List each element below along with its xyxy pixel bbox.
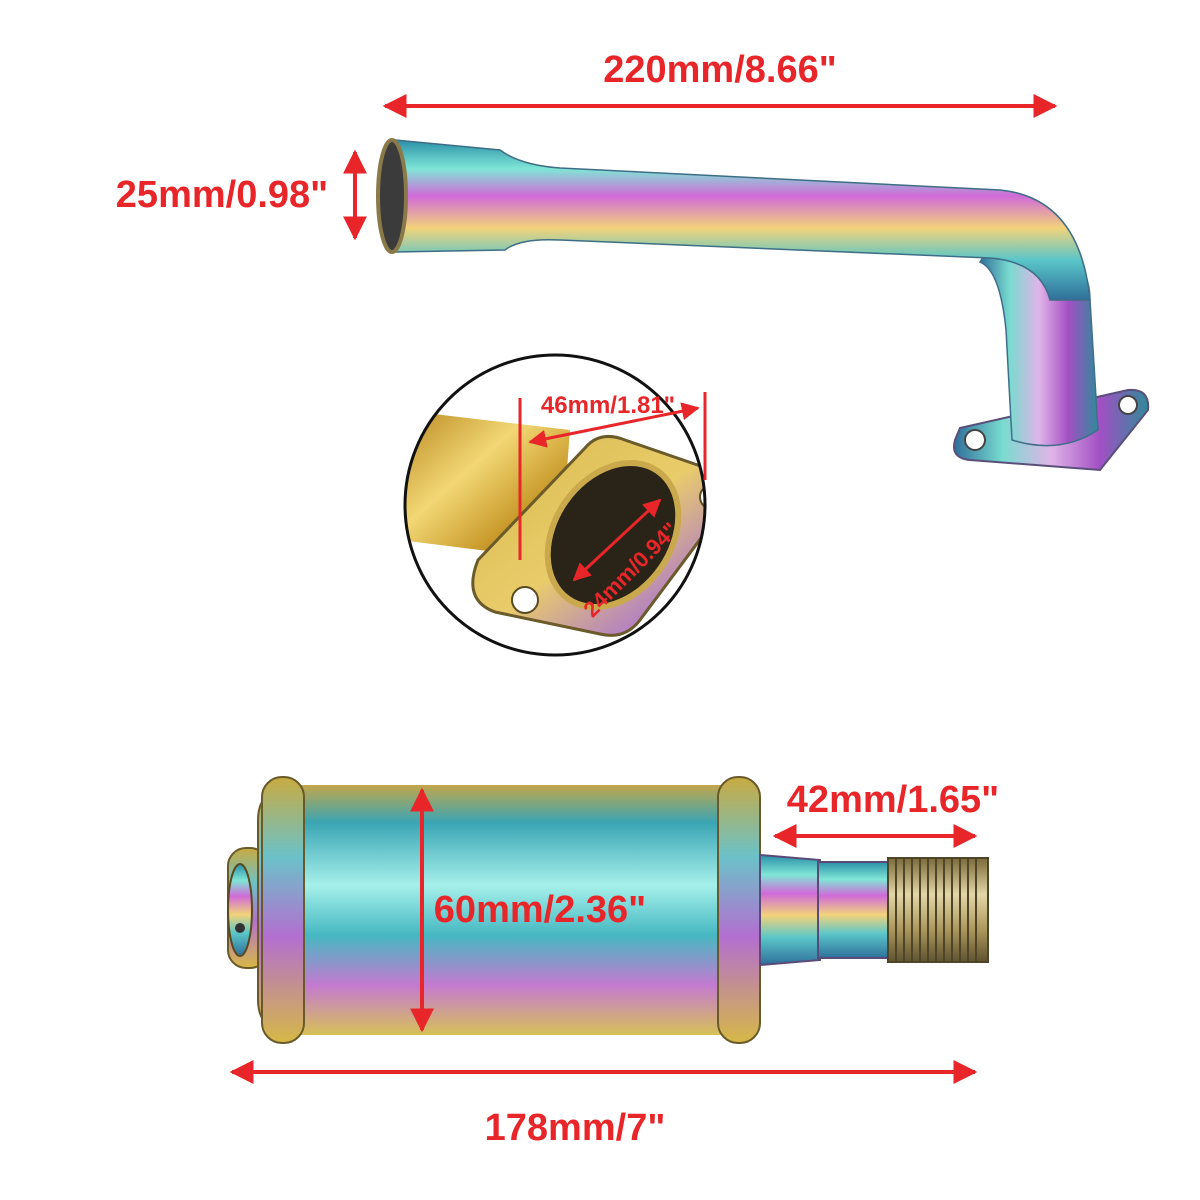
muffler [227,776,989,1044]
bolt-hole-icon [699,484,705,510]
flange-width-arrow [528,402,700,448]
pipe-diameter-label: 25mm/0.98" [116,174,328,216]
bolt-hole-icon [511,586,539,614]
exhaust-pipe [376,138,1150,472]
flange-hole-icon [964,429,986,451]
thread-lines [895,858,977,962]
flange-bore-arrow [572,498,662,582]
screw-icon [235,923,245,933]
flange-hole-icon [1118,395,1138,415]
flange-width-label: 46mm/1.81" [541,392,675,419]
flange-detail-inset: 46mm/1.81" 24mm/0.94" [403,353,707,657]
outlet-length-label: 42mm/1.65" [787,779,999,821]
muffler-diameter-label: 60mm/2.36" [434,889,646,931]
muffler-length-label: 178mm/7" [485,1107,666,1149]
pipe-length-label: 220mm/8.66" [603,49,837,91]
